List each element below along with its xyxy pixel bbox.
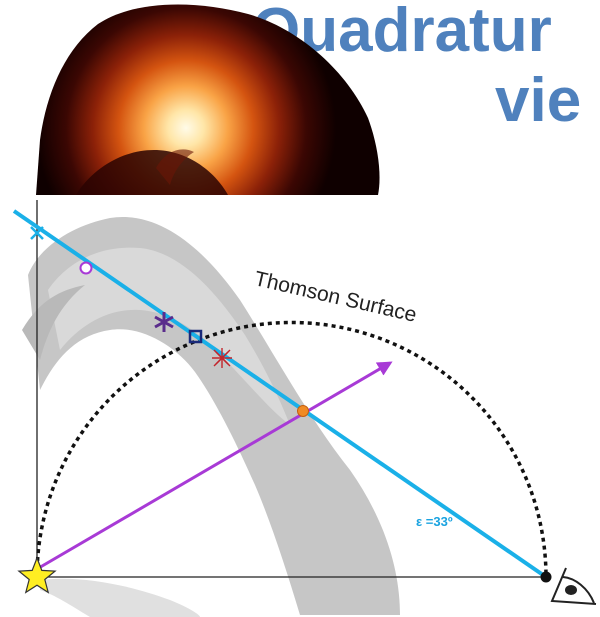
sun-star-icon: [17, 556, 57, 594]
axes: [36, 200, 546, 578]
red-cross-marker: [212, 348, 232, 368]
cme-heliospheric-image: [36, 0, 382, 195]
x-marker: [30, 226, 44, 240]
square-marker: [188, 329, 203, 344]
thomson-surface-arc: [35, 320, 548, 578]
observer-eye-icon: [550, 567, 597, 605]
asterisk-marker: [154, 312, 174, 332]
sun-direction-arrow: [36, 361, 393, 571]
cme-grayscale-model: [22, 216, 400, 617]
quadrature-geometry-diagram: Thomson Surface ε =33º: [12, 200, 597, 617]
thomson-surface-label: Thomson Surface: [252, 267, 419, 327]
intersection-point: [297, 405, 309, 417]
line-of-sight: [12, 209, 548, 579]
elongation-label: ε =33º: [416, 514, 453, 529]
open-circle-marker: [79, 261, 93, 275]
observer-point: [540, 571, 552, 583]
slide-title-line-2: vie: [495, 66, 582, 135]
